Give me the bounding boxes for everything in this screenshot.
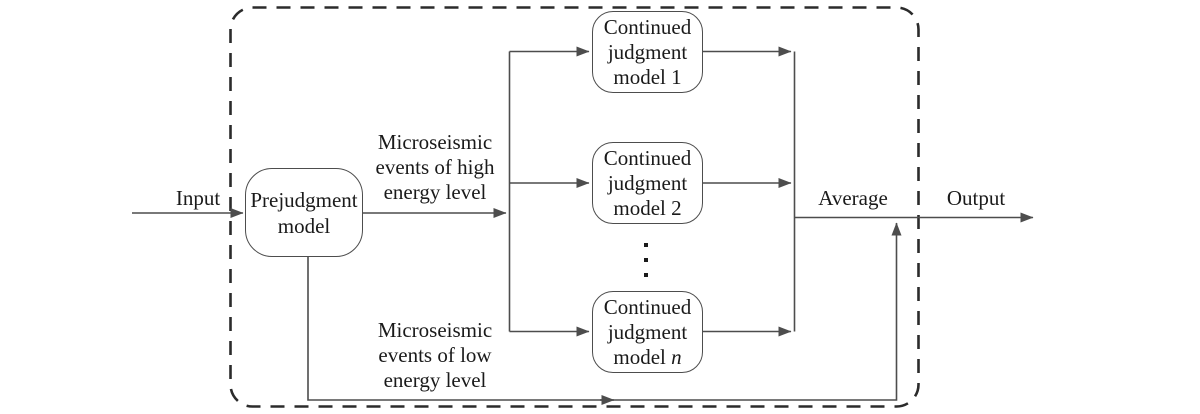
prejudgment-model-label-line1: Prejudgment — [250, 187, 358, 212]
continued-judgment-model-1-box: Continued judgment model 1 — [592, 11, 703, 93]
model-1-label-line1: Continued — [603, 14, 692, 39]
prejudgment-model-label-line2: model — [277, 213, 331, 238]
low-energy-events-label: Microseismic events of low energy level — [377, 318, 493, 392]
model-n-label-line3: model n — [613, 344, 682, 369]
dashed-boundary — [229, 6, 920, 408]
model-n-label-line1: Continued — [603, 294, 692, 319]
model-1-label-line3: model 1 — [613, 64, 682, 89]
model-1-label-line2: judgment — [607, 39, 688, 64]
prejudgment-model-box: Prejudgment model — [245, 168, 363, 257]
model-n-label-line2: judgment — [607, 319, 688, 344]
model-2-label-line1: Continued — [603, 145, 692, 170]
input-label: Input — [175, 186, 221, 210]
high-energy-events-label: Microseismic events of high energy level — [375, 130, 495, 204]
continued-judgment-model-n-box: Continued judgment model n — [592, 291, 703, 373]
output-label: Output — [946, 186, 1006, 210]
continued-judgment-model-2-box: Continued judgment model 2 — [592, 142, 703, 224]
model-2-label-line3: model 2 — [613, 195, 682, 220]
model-2-label-line2: judgment — [607, 170, 688, 195]
average-label: Average — [818, 186, 888, 210]
vertical-ellipsis-icon — [643, 243, 649, 277]
